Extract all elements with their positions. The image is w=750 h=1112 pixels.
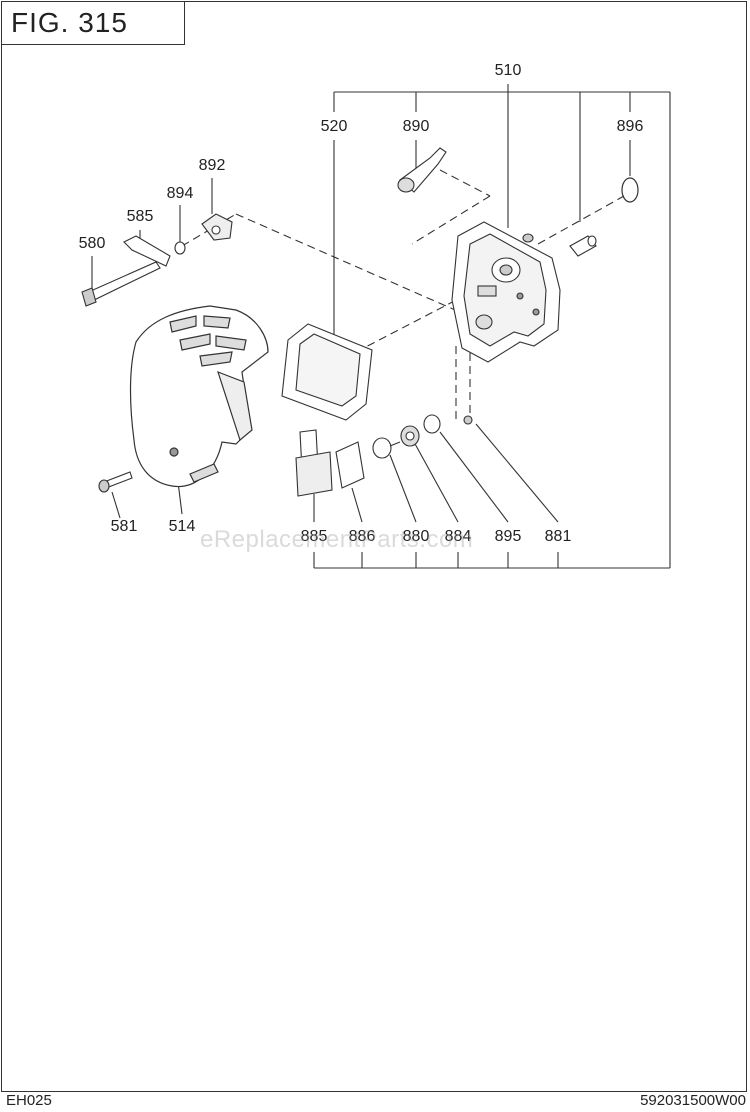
label-880: 880 — [402, 528, 430, 545]
page-frame — [1, 1, 747, 1092]
label-884: 884 — [444, 528, 472, 545]
leader-lines — [91, 140, 631, 523]
label-581: 581 — [110, 518, 138, 535]
linkage-parts — [81, 213, 233, 307]
watermark: eReplacementParts.com — [200, 526, 474, 553]
label-892: 892 — [198, 157, 226, 174]
oring-896 — [621, 177, 639, 203]
carburetor-body-510 — [451, 221, 561, 363]
model-code: EH025 — [6, 1092, 52, 1109]
label-520: 520 — [320, 118, 348, 135]
label-580: 580 — [78, 235, 106, 252]
screw-581 — [98, 471, 133, 493]
label-885: 885 — [300, 528, 328, 545]
gasket-520 — [281, 323, 373, 421]
label-510: 510 — [494, 62, 522, 79]
label-890: 890 — [402, 118, 430, 135]
bracket-bottom-lines — [313, 552, 670, 569]
label-886: 886 — [348, 528, 376, 545]
bracket-510-lines — [333, 84, 671, 568]
label-896: 896 — [616, 118, 644, 135]
label-585: 585 — [126, 208, 154, 225]
lever-890 — [397, 147, 447, 193]
small-parts — [295, 414, 473, 497]
label-894: 894 — [166, 185, 194, 202]
cover-514 — [129, 305, 269, 488]
document-code: 592031500W00 — [640, 1092, 746, 1109]
label-881: 881 — [544, 528, 572, 545]
label-895: 895 — [494, 528, 522, 545]
label-514: 514 — [168, 518, 196, 535]
figure-title: FIG. 315 — [1, 1, 185, 45]
plug-part — [569, 235, 597, 257]
